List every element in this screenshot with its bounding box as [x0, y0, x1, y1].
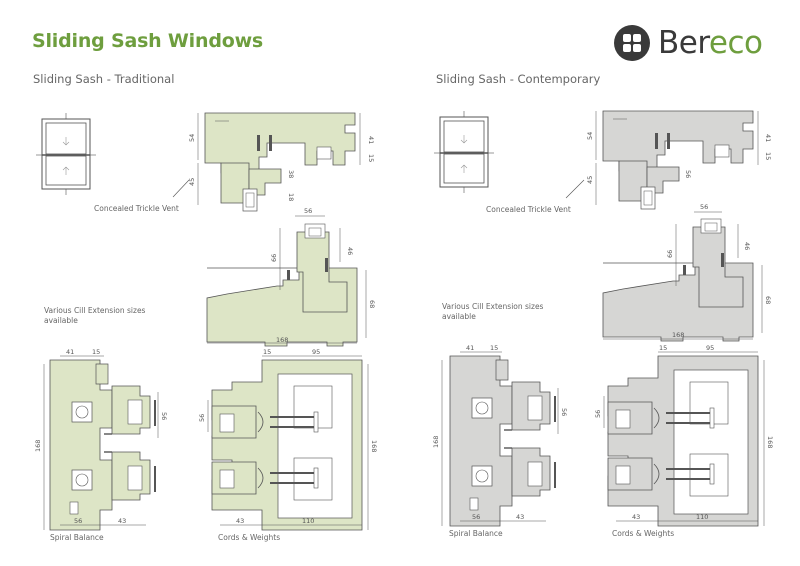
svg-text:56: 56	[594, 410, 602, 418]
svg-text:41: 41	[66, 348, 74, 356]
svg-text:56: 56	[198, 414, 206, 422]
svg-text:110: 110	[696, 513, 708, 521]
svg-text:15: 15	[367, 154, 375, 162]
svg-text:15: 15	[490, 344, 498, 352]
svg-text:168: 168	[432, 436, 440, 448]
contemporary-drawings: 54 45 41 15 56 56 46 66 68 168 41 15 56 …	[432, 110, 774, 527]
svg-text:56: 56	[160, 412, 168, 420]
spiral-balance-traditional	[49, 359, 157, 531]
svg-text:46: 46	[346, 247, 354, 255]
svg-text:68: 68	[764, 296, 772, 304]
window-elevation-traditional	[35, 112, 97, 196]
cords-weights-label-contemporary: Cords & Weights	[612, 529, 675, 538]
window-elevation-contemporary	[433, 110, 495, 194]
svg-text:54: 54	[188, 134, 196, 142]
cill-note-traditional: Various Cill Extension sizes available	[44, 306, 146, 325]
svg-text:168: 168	[276, 336, 288, 344]
svg-text:56: 56	[74, 517, 82, 525]
cords-weights-traditional	[211, 359, 363, 531]
svg-text:43: 43	[118, 517, 126, 525]
svg-text:15: 15	[764, 152, 772, 160]
page-title: Sliding Sash Windows	[32, 30, 264, 52]
svg-text:45: 45	[586, 176, 594, 184]
svg-text:56: 56	[700, 203, 708, 211]
svg-text:168: 168	[766, 436, 774, 448]
cill-section-traditional	[206, 223, 358, 347]
svg-text:56: 56	[684, 170, 692, 178]
spiral-balance-label-traditional: Spiral Balance	[50, 533, 104, 542]
svg-text:56: 56	[472, 513, 480, 521]
cill-section-contemporary	[602, 218, 754, 342]
section-heading-contemporary: Sliding Sash - Contemporary	[436, 72, 601, 86]
cords-weights-label-traditional: Cords & Weights	[218, 533, 281, 542]
svg-text:68: 68	[368, 300, 376, 308]
section-heading-traditional: Sliding Sash - Traditional	[33, 72, 175, 86]
svg-text:15: 15	[659, 344, 667, 352]
svg-text:15: 15	[92, 348, 100, 356]
svg-text:168: 168	[34, 440, 42, 452]
trickle-vent-label-traditional: Concealed Trickle Vent	[94, 204, 179, 213]
window-logo-icon	[614, 25, 650, 61]
cill-note-contemporary: Various Cill Extension sizes available	[442, 302, 544, 321]
svg-text:41: 41	[764, 134, 772, 142]
svg-text:168: 168	[672, 331, 684, 339]
svg-text:46: 46	[743, 242, 751, 250]
svg-text:43: 43	[632, 513, 640, 521]
svg-text:95: 95	[706, 344, 714, 352]
svg-text:66: 66	[270, 254, 278, 262]
svg-text:66: 66	[666, 250, 674, 258]
svg-text:41: 41	[466, 344, 474, 352]
svg-text:168: 168	[370, 440, 378, 452]
traditional-drawings: 54 45 41 15 38 18 56 46 66 68 168 41 15 …	[34, 112, 378, 531]
svg-text:43: 43	[236, 517, 244, 525]
svg-text:54: 54	[586, 132, 594, 140]
spiral-balance-contemporary	[449, 355, 557, 527]
cords-weights-contemporary	[607, 355, 759, 527]
brand-name: Bereco	[658, 25, 763, 61]
svg-text:41: 41	[367, 136, 375, 144]
head-section-contemporary	[602, 110, 754, 210]
svg-text:56: 56	[560, 408, 568, 416]
svg-text:18: 18	[287, 193, 295, 201]
head-section-traditional	[204, 112, 356, 212]
svg-text:45: 45	[188, 178, 196, 186]
svg-text:38: 38	[287, 170, 295, 178]
svg-text:56: 56	[304, 207, 312, 215]
svg-text:110: 110	[302, 517, 314, 525]
svg-text:95: 95	[312, 348, 320, 356]
trickle-vent-label-contemporary: Concealed Trickle Vent	[486, 205, 571, 214]
spiral-balance-label-contemporary: Spiral Balance	[449, 529, 503, 538]
svg-text:15: 15	[263, 348, 271, 356]
brand-logo: Bereco	[614, 22, 774, 64]
svg-text:43: 43	[516, 513, 524, 521]
